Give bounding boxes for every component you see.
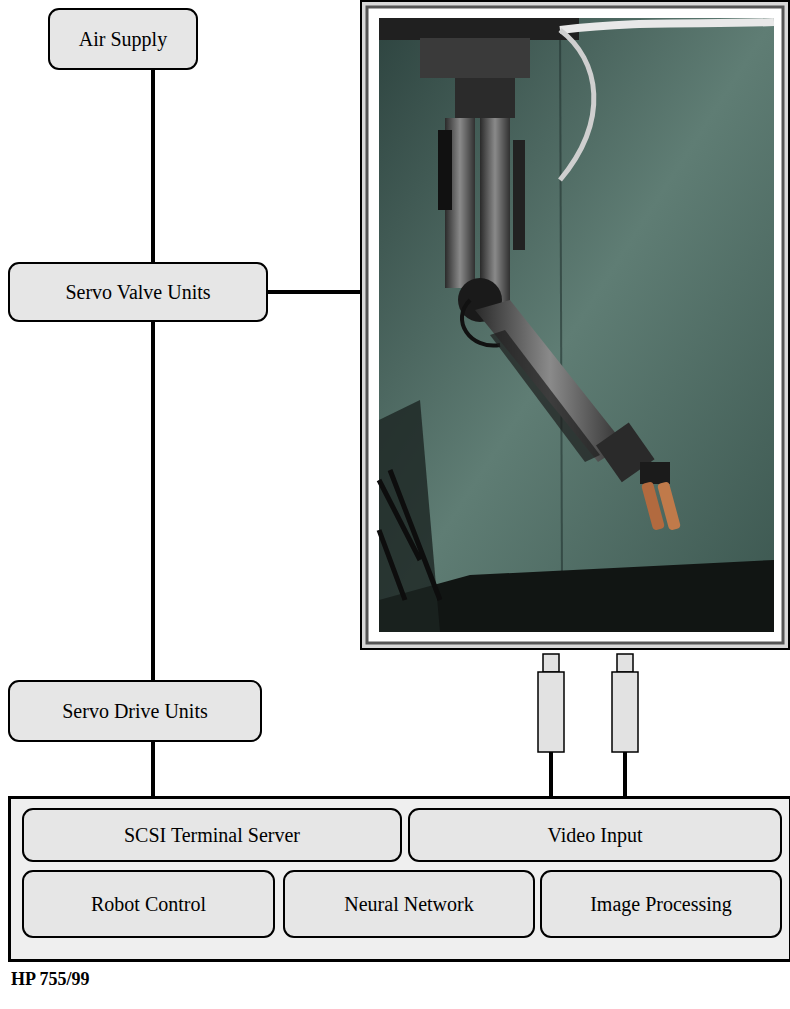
box-label: Neural Network [344,893,473,916]
module-box: SCSI Terminal Server [22,808,402,862]
valve-wire [268,290,361,294]
camera-symbol [612,654,638,808]
module-box: Robot Control [22,870,275,938]
module-box: Image Processing [540,870,782,938]
box-label: Video Input [548,824,643,847]
photo-frame-inner [367,7,783,643]
drive-box: Servo Drive Units [8,680,262,742]
box-label: Robot Control [91,893,206,916]
box-label: Servo Valve Units [65,281,210,304]
module-box: Video Input [408,808,782,862]
box-label: Servo Drive Units [62,700,208,723]
module-box: Neural Network [283,870,535,938]
computer-box: HP 755/99SCSI Terminal ServerVideo Input… [8,796,790,962]
camera-symbol [538,654,564,808]
box-label: SCSI Terminal Server [124,824,300,847]
box-label: Image Processing [590,893,732,916]
connector-line [151,70,155,262]
supply-box: Air Supply [48,8,198,70]
computer-label: HP 755/99 [11,969,90,990]
connector-line [151,322,155,680]
photo-background [379,18,774,632]
box-label: Air Supply [79,28,167,51]
photo-frame [361,1,789,649]
valve-box: Servo Valve Units [8,262,268,322]
